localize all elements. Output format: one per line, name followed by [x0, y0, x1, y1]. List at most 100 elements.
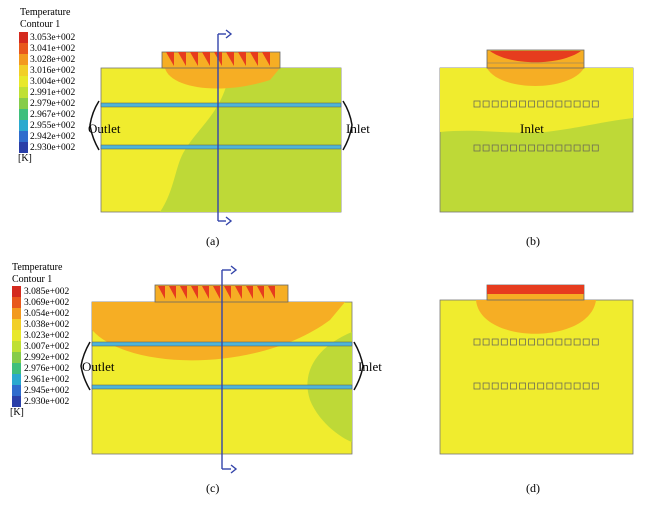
- panel-d-hot-region: [476, 300, 596, 334]
- panel-a-arrowhead-top: [225, 29, 233, 39]
- legend-a-labels: 3.053e+002 3.041e+002 3.028e+002 3.016e+…: [30, 33, 75, 153]
- channel-cross-section: [528, 144, 535, 152]
- legend-c-unit: [K]: [10, 407, 24, 418]
- channel-cross-section: [591, 382, 599, 390]
- panel-d: (d): [439, 284, 634, 495]
- channel-cross-section: [528, 338, 535, 346]
- legend-a-label: 2.942e+002: [30, 132, 75, 142]
- channel-cross-section: [582, 144, 590, 152]
- panel-a-channel-bottom: [100, 144, 342, 150]
- channel-cross-section: [491, 382, 499, 390]
- legend-a-label: 2.930e+002: [30, 143, 75, 153]
- channel-cross-section: [555, 338, 563, 346]
- legend-c-label: 2.992e+002: [24, 353, 69, 363]
- legend-c-label: 2.976e+002: [24, 364, 69, 374]
- panel-d-channel-row-bottom: [473, 382, 599, 390]
- panel-a-inlet-label: Inlet: [346, 121, 370, 136]
- legend-swatch: [19, 120, 28, 131]
- legend-c-title-line2: Contour 1: [12, 274, 52, 285]
- legend-a-label: 3.004e+002: [30, 77, 75, 87]
- legend-c-label: 2.961e+002: [24, 375, 69, 385]
- legend-a-label: 3.041e+002: [30, 44, 75, 54]
- legend-swatch: [19, 43, 28, 54]
- channel-cross-section: [519, 144, 526, 152]
- channel-cross-section: [537, 382, 545, 390]
- channel-cross-section: [555, 144, 563, 152]
- legend-swatch: [12, 319, 21, 330]
- channel-cross-section: [582, 100, 590, 108]
- channel-cross-section: [509, 382, 517, 390]
- channel-cross-section: [528, 382, 535, 390]
- channel-cross-section: [555, 100, 563, 108]
- legend-swatch: [19, 54, 28, 65]
- channel-cross-section: [573, 144, 581, 152]
- panel-a-inlet-brace: [342, 100, 353, 151]
- panel-a-hot-region: [165, 68, 280, 89]
- channel-cross-section: [582, 338, 590, 346]
- panel-b-chip-hot: [490, 51, 581, 63]
- legend-a-label: 2.955e+002: [30, 121, 75, 131]
- panel-c-outlet-brace: [80, 341, 91, 391]
- legend-a-label: 2.979e+002: [30, 99, 75, 109]
- channel-cross-section: [500, 338, 508, 346]
- channel-cross-section: [491, 100, 499, 108]
- panel-b: Inlet (b): [439, 49, 634, 248]
- legend-swatch: [12, 385, 21, 396]
- channel-cross-section: [564, 144, 572, 152]
- legend-c-label: 2.930e+002: [24, 397, 69, 407]
- channel-cross-section: [564, 382, 572, 390]
- legend-a-unit: [K]: [18, 153, 32, 164]
- channel-cross-section: [519, 100, 526, 108]
- panel-c-arrowhead-bottom: [230, 464, 238, 474]
- channel-cross-section: [591, 144, 599, 152]
- panel-c-inlet-label: Inlet: [358, 359, 382, 374]
- panel-b-hot-region: [487, 68, 584, 86]
- panel-b-channel-row-top: [473, 100, 599, 108]
- channel-cross-section: [509, 100, 517, 108]
- legend-c-label: 3.023e+002: [24, 331, 69, 341]
- panel-a-arrowhead-bottom: [225, 216, 233, 226]
- channel-cross-section: [564, 338, 572, 346]
- legend-a: Temperature Contour 1 3.053e+002 3.041e+…: [18, 7, 75, 164]
- legend-swatch: [19, 98, 28, 109]
- caption-c: (c): [206, 481, 219, 495]
- legend-c-label: 3.054e+002: [24, 309, 69, 319]
- channel-cross-section: [528, 100, 535, 108]
- channel-cross-section: [482, 382, 490, 390]
- panel-a-channel-top: [100, 102, 342, 108]
- legend-swatch: [19, 32, 28, 43]
- channel-cross-section: [573, 382, 581, 390]
- legend-a-label: 3.028e+002: [30, 55, 75, 65]
- channel-cross-section: [500, 100, 508, 108]
- channel-cross-section: [546, 144, 554, 152]
- legend-c-label: 3.007e+002: [24, 342, 69, 352]
- legend-swatch: [19, 87, 28, 98]
- legend-swatch: [12, 330, 21, 341]
- channel-cross-section: [546, 100, 554, 108]
- channel-cross-section: [537, 338, 545, 346]
- channel-cross-section: [473, 382, 481, 390]
- channel-cross-section: [509, 144, 517, 152]
- panel-c-fins: [158, 286, 275, 299]
- legend-swatch: [12, 396, 21, 407]
- caption-b: (b): [526, 234, 540, 248]
- legend-swatch: [12, 297, 21, 308]
- channel-cross-section: [500, 144, 508, 152]
- legend-swatch: [12, 352, 21, 363]
- channel-cross-section: [546, 382, 554, 390]
- legend-c-label: 3.038e+002: [24, 320, 69, 330]
- caption-a: (a): [206, 234, 219, 248]
- legend-c-labels: 3.085e+002 3.069e+002 3.054e+002 3.038e+…: [24, 287, 69, 407]
- channel-cross-section: [573, 100, 581, 108]
- panel-a-outlet-label: Outlet: [88, 121, 121, 136]
- channel-cross-section: [591, 100, 599, 108]
- panel-c-arrowhead-top: [230, 265, 238, 275]
- legend-c: Temperature Contour 1 3.085e+002 3.069e+…: [10, 262, 69, 418]
- panel-c: Outlet Inlet (c): [80, 265, 382, 495]
- legend-swatch: [19, 131, 28, 142]
- channel-cross-section: [537, 144, 545, 152]
- legend-swatch: [12, 363, 21, 374]
- channel-cross-section: [473, 144, 481, 152]
- channel-cross-section: [582, 382, 590, 390]
- legend-a-label: 2.967e+002: [30, 110, 75, 120]
